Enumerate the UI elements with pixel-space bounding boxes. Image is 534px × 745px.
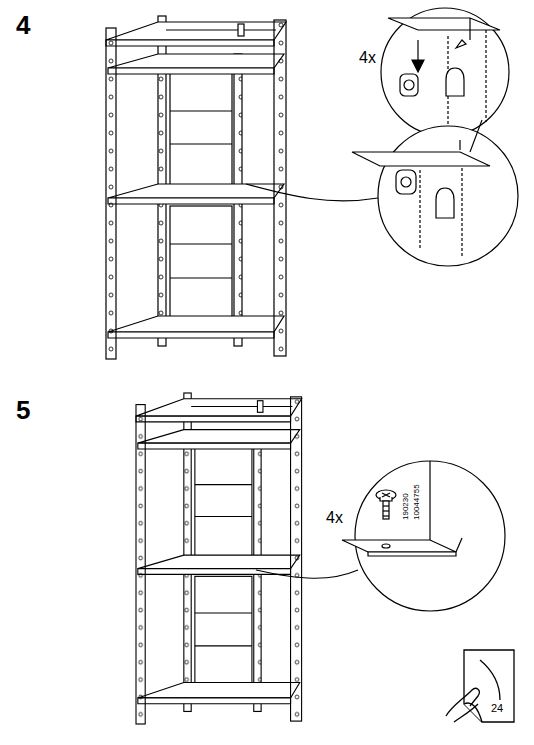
quantity-label: 4x	[359, 50, 376, 66]
part-number: 10044755	[413, 484, 421, 520]
quantity-label: 4x	[326, 510, 343, 526]
step-number: 4	[16, 12, 30, 38]
page-number: 24	[491, 703, 503, 714]
step-number: 5	[16, 397, 30, 423]
part-number: 190230	[402, 493, 410, 520]
